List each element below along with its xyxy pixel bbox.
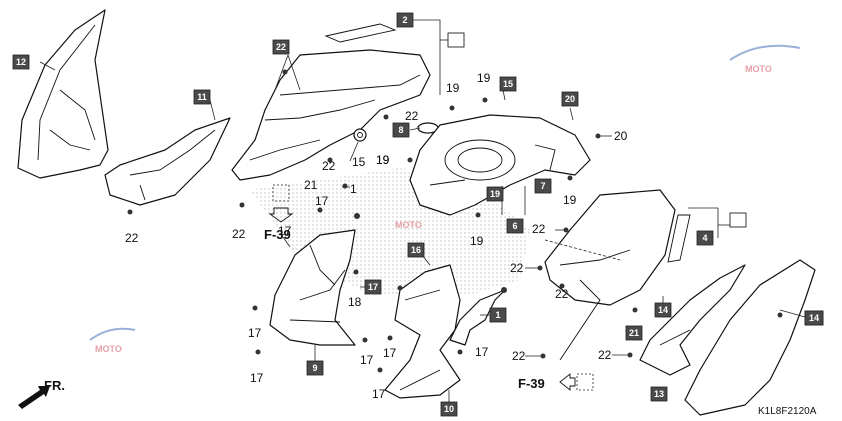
label-22: 22 — [510, 261, 524, 275]
label-22: 22 — [512, 349, 526, 363]
watermark-logo: MOTO — [89, 327, 136, 354]
part-12-lower-bracket — [639, 264, 746, 376]
svg-text:7: 7 — [540, 181, 545, 191]
label-22: 22 — [598, 348, 612, 362]
svg-text:13: 13 — [654, 389, 664, 399]
label-box-8: 8 — [392, 122, 410, 138]
watermark-text: MOTO — [745, 64, 772, 74]
svg-text:17: 17 — [368, 282, 378, 292]
label-box-15: 14 — [654, 302, 672, 318]
svg-text:10: 10 — [444, 404, 454, 414]
label-22: 22 — [125, 231, 139, 245]
label-17: 17 — [248, 326, 262, 340]
label-box-22: 22 — [272, 39, 290, 55]
svg-text:8: 8 — [398, 125, 403, 135]
ref-label-f39: F-39 — [264, 227, 291, 242]
label-17: 17 — [315, 194, 329, 208]
part-15-grommet — [353, 128, 367, 142]
label-box-1: 1 — [489, 307, 507, 323]
part-9-middle-left-cover — [269, 229, 356, 346]
label-19: 19 — [563, 193, 577, 207]
svg-text:2: 2 — [402, 15, 407, 25]
svg-text:11: 11 — [197, 92, 207, 102]
front-label: FR. — [44, 378, 65, 393]
svg-text:4: 4 — [702, 233, 707, 243]
label-box-10: 10 — [440, 401, 458, 417]
label-19: 19 — [477, 71, 491, 85]
label-19: 19 — [446, 81, 460, 95]
label-17: 17 — [475, 345, 489, 359]
ref-marker-f39-top: F-39 — [264, 184, 294, 242]
svg-text:14: 14 — [658, 305, 668, 315]
label-box-11: 11 — [193, 89, 211, 105]
label-17: 17 — [250, 371, 264, 385]
label-box-17: 16 — [407, 242, 425, 258]
label-17: 17 — [383, 346, 397, 360]
part-14-side-panel — [684, 259, 816, 416]
svg-text:15: 15 — [503, 79, 513, 89]
label-box-7: 7 — [534, 178, 552, 194]
watermark-text: MOTO — [395, 220, 422, 230]
svg-text:1: 1 — [495, 310, 500, 320]
label-19: 19 — [470, 234, 484, 248]
label-box-4: 4 — [696, 230, 714, 246]
label-17: 17 — [372, 387, 386, 401]
svg-text:16: 16 — [411, 245, 421, 255]
part-4-side-cover-right — [544, 189, 691, 361]
diagram-code: K1L8F2120A — [758, 406, 817, 417]
svg-text:12: 12 — [16, 57, 26, 67]
label-22: 22 — [555, 287, 569, 301]
ref-marker-f39-bottom: F-39 — [518, 373, 594, 391]
label-17: 17 — [278, 224, 292, 238]
label-box-18: 17 — [364, 279, 382, 295]
svg-text:9: 9 — [312, 363, 317, 373]
label-box-14-fix: 14 — [804, 310, 824, 326]
label-15: 15 — [352, 155, 366, 169]
label-box-13: 12 — [12, 54, 30, 70]
label-22: 22 — [232, 227, 246, 241]
svg-text:22: 22 — [276, 42, 286, 52]
label-box-9: 9 — [306, 360, 324, 376]
svg-text:14: 14 — [809, 313, 819, 323]
label-17: 17 — [360, 353, 374, 367]
part-13-front-cowl — [17, 9, 109, 179]
label-19: 19 — [376, 153, 390, 167]
label-20: 20 — [614, 129, 628, 143]
label-21: 21 — [304, 178, 318, 192]
svg-text:6: 6 — [512, 221, 517, 231]
label-18: 18 — [348, 295, 362, 309]
label-22: 22 — [322, 159, 336, 173]
label-22: 22 — [532, 222, 546, 236]
svg-text:20: 20 — [565, 94, 575, 104]
part-1-bracket — [449, 289, 506, 346]
label-22: 22 — [405, 109, 419, 123]
svg-text:19: 19 — [490, 189, 500, 199]
watermark-text: MOTO — [95, 344, 122, 354]
ref-label-f39: F-39 — [518, 376, 545, 391]
fasteners — [127, 69, 783, 373]
part-6-center-cover — [409, 114, 591, 216]
svg-text:21: 21 — [629, 328, 639, 338]
label-box-2: 2 — [396, 12, 414, 28]
part-10-lower-middle-cover — [384, 264, 461, 399]
watermark-logo: MOTO — [395, 220, 422, 230]
label-box-6: 6 — [506, 218, 524, 234]
label-1: 1 — [350, 182, 357, 196]
part-2-tank-shroud — [231, 23, 431, 181]
label-19: 19 — [376, 153, 390, 167]
front-direction-arrow: FR. — [18, 378, 65, 409]
label-box-19: 19 — [486, 186, 504, 202]
label-box-16: 15 — [499, 76, 517, 92]
label-box-blank-2 — [447, 32, 465, 48]
part-11-inner-panel — [104, 117, 231, 206]
label-box-21: 21 — [625, 325, 643, 341]
watermark-logo: MOTO — [729, 44, 801, 74]
label-box-blank-4 — [729, 212, 747, 228]
label-box-20: 20 — [561, 91, 579, 107]
label-box-12: 13 — [650, 386, 668, 402]
